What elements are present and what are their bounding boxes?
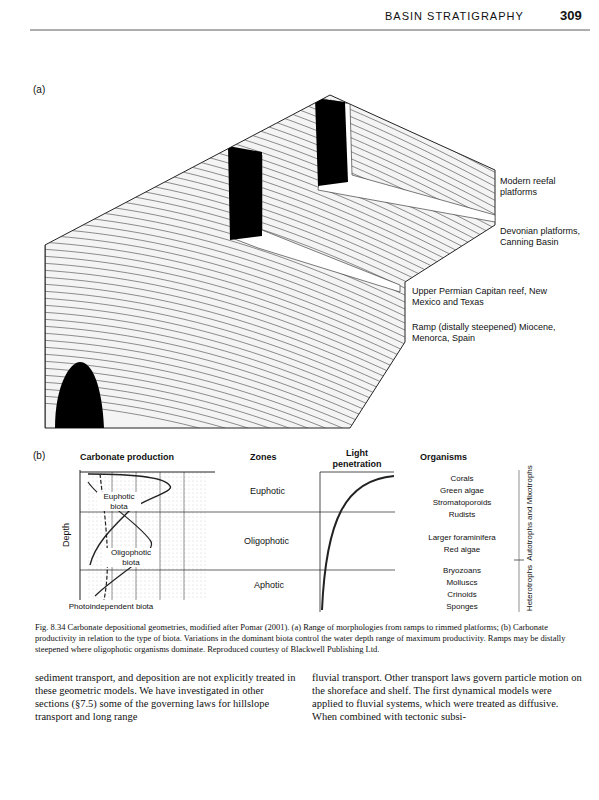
column-heading: Organisms (420, 452, 467, 463)
curve-label: Euphotic biota (97, 492, 141, 511)
axis-label: Depth (61, 523, 72, 547)
zone-label: Euphotic (250, 486, 285, 497)
running-head: BASIN STRATIGRAPHY (385, 10, 524, 23)
page-number: 309 (560, 8, 582, 24)
organism: Larger foraminifera (417, 533, 507, 543)
column-heading: Carbonate production (80, 452, 174, 463)
organism: Rudists (417, 510, 507, 520)
figure-caption: Fig. 8.34 Carbonate depositional geometr… (35, 622, 587, 655)
body-text: fluvial transport. Other transport laws … (312, 671, 584, 723)
geometry-label: Modern reefal platforms (500, 176, 588, 198)
organism: Stromatoporoids (417, 498, 507, 508)
panel-letter: (b) (33, 450, 45, 462)
block-diagram (40, 0, 500, 553)
organism: Bryozoans (417, 566, 507, 576)
body-text: sediment transport, and deposition are n… (35, 671, 300, 723)
organism: Sponges (417, 602, 507, 612)
group-label: Autotrophs and Mixotrophs (525, 465, 535, 561)
curve-label: Photoindependent biota (60, 602, 162, 612)
organism: Crinoids (417, 590, 507, 600)
group-label: Heterotrophs (525, 565, 535, 611)
header-rule (30, 30, 590, 31)
zone-label: Oligophotic (244, 536, 289, 547)
geometry-label: Upper Permian Capitan reef, New Mexico a… (412, 286, 562, 308)
organism: Red algae (417, 545, 507, 555)
column-heading: Zones (250, 452, 277, 463)
organism: Corals (417, 474, 507, 484)
organism: Green algae (417, 486, 507, 496)
curve-label: Oligophotic biota (104, 548, 158, 567)
organism: Molluscs (417, 578, 507, 588)
production-chart (80, 470, 524, 612)
geometry-label: Ramp (distally steepened) Miocene, Menor… (412, 322, 562, 344)
column-heading: Light penetration (322, 448, 392, 470)
zone-label: Aphotic (254, 580, 284, 591)
geometry-label: Devonian platforms, Canning Basin (500, 226, 588, 248)
panel-letter: (a) (33, 84, 45, 96)
